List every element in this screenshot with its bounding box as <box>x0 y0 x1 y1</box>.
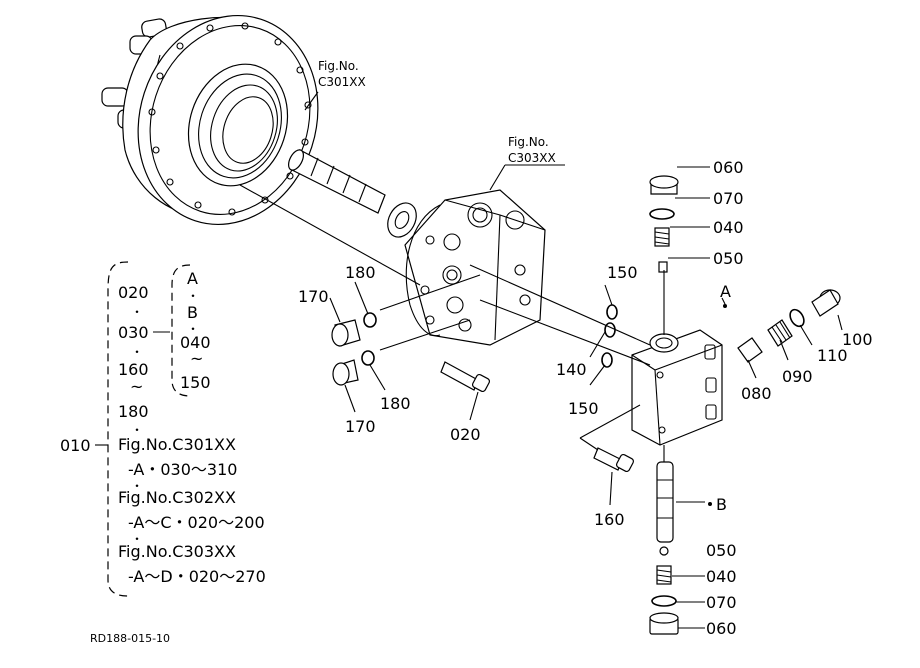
svg-text:・: ・ <box>131 423 143 437</box>
svg-text:・: ・ <box>131 305 143 319</box>
legend-sub-150: 150 <box>180 373 211 392</box>
svg-text:・: ・ <box>131 345 143 359</box>
label-040-bottom: 040 <box>706 567 737 586</box>
assembly-legend: 010 020 ・ 030 ・ 160 ~ 180 ・ A ・ B ・ 040 … <box>60 261 266 597</box>
label-150-lower: 150 <box>568 399 599 418</box>
legend-sub-040: 040 <box>180 333 211 352</box>
label-180-lower: 180 <box>380 394 411 413</box>
label-060-bottom: 060 <box>706 619 737 638</box>
svg-text:・: ・ <box>131 479 143 493</box>
svg-text:・: ・ <box>187 289 199 303</box>
spool-housing-drawing <box>631 329 723 446</box>
legend-root: 010 <box>60 436 91 455</box>
label-050-bottom: 050 <box>706 541 737 560</box>
label-ref-b: B <box>716 495 727 514</box>
label-170-upper: 170 <box>298 287 329 306</box>
label-160: 160 <box>594 510 625 529</box>
label-180-upper: 180 <box>345 263 376 282</box>
legend-sub-a: A <box>187 269 198 288</box>
legend-ref-1-range: -A・030～310 <box>128 460 237 479</box>
fig-ref-upper: Fig.No. C301XX <box>318 59 366 89</box>
ref-a-dot <box>723 304 727 308</box>
legend-item-030: 030 <box>118 323 149 342</box>
legend-item-180: 180 <box>118 402 149 421</box>
label-140: 140 <box>556 360 587 379</box>
svg-text:~: ~ <box>130 377 143 396</box>
legend-ref-3-range: -A～D・020～270 <box>128 567 266 586</box>
legend-ref-2-range: -A～C・020～200 <box>128 513 265 532</box>
drive-shaft-drawing <box>288 149 417 238</box>
label-070-bottom: 070 <box>706 593 737 612</box>
label-020: 020 <box>450 425 481 444</box>
label-110: 110 <box>817 346 848 365</box>
ref-b-dot <box>708 502 712 506</box>
label-070-top: 070 <box>713 189 744 208</box>
leader-lines <box>239 91 843 629</box>
drawing-code: RD188-015-10 <box>90 632 170 645</box>
legend-item-160: 160 <box>118 360 149 379</box>
legend-ref-1-fig: Fig.No.C301XX <box>118 435 236 454</box>
legend-item-020: 020 <box>118 283 149 302</box>
label-050-top: 050 <box>713 249 744 268</box>
label-040-top: 040 <box>713 218 744 237</box>
label-150-upper: 150 <box>607 263 638 282</box>
fig-ref-middle: Fig.No. C303XX <box>508 135 556 165</box>
small-parts-drawing <box>331 175 841 635</box>
legend-ref-3-fig: Fig.No.C303XX <box>118 542 236 561</box>
callout-labels: 060 070 040 050 100 110 090 080 A B 150 … <box>298 158 873 638</box>
legend-ref-2-fig: Fig.No.C302XX <box>118 488 236 507</box>
label-ref-a: A <box>720 282 731 301</box>
legend-sub-b: B <box>187 303 198 322</box>
svg-text:C301XX: C301XX <box>318 75 366 89</box>
label-100: 100 <box>842 330 873 349</box>
svg-text:~: ~ <box>190 349 203 368</box>
svg-text:・: ・ <box>131 532 143 546</box>
svg-text:・: ・ <box>187 322 199 336</box>
label-090: 090 <box>782 367 813 386</box>
svg-text:C303XX: C303XX <box>508 151 556 165</box>
label-080: 080 <box>741 384 772 403</box>
svg-text:Fig.No.: Fig.No. <box>508 135 549 149</box>
label-170-lower: 170 <box>345 417 376 436</box>
svg-text:Fig.No.: Fig.No. <box>318 59 359 73</box>
motor-housing-drawing <box>101 14 319 226</box>
label-060-top: 060 <box>713 158 744 177</box>
